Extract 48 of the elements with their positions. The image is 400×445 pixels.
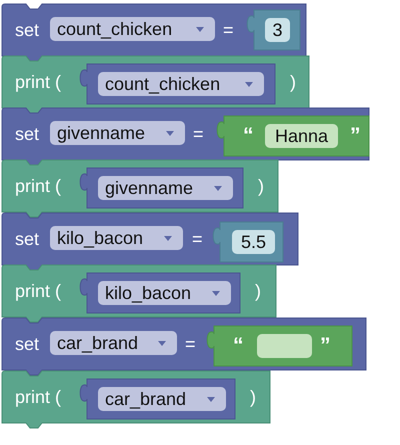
equals-sign: = [185, 333, 196, 355]
variable-dropdown: kilo_bacon [50, 226, 183, 250]
set-keyword: set [15, 19, 40, 41]
variable-block [80, 273, 240, 313]
closing-quote: ” [350, 125, 360, 147]
opening-quote: “ [243, 125, 254, 147]
set-block [2, 213, 298, 270]
equals-sign: = [223, 19, 234, 41]
print-block [2, 371, 270, 428]
print-keyword: print ( [15, 280, 62, 302]
equals-sign: = [192, 228, 203, 250]
print-block [2, 160, 278, 217]
number-block [247, 10, 300, 50]
variable-dropdown: kilo_bacon [98, 281, 231, 305]
set-keyword: set [15, 333, 40, 355]
print-keyword: print ( [15, 386, 62, 408]
closing-quote: ” [320, 335, 330, 357]
set-block [2, 318, 366, 375]
closing-parenthesis: ) [250, 386, 256, 408]
set-block [2, 108, 369, 165]
variable-dropdown: givenname [98, 176, 233, 200]
opening-quote: “ [233, 335, 244, 357]
print-block [2, 265, 276, 322]
variable-block [80, 379, 235, 419]
set-keyword: set [15, 228, 40, 250]
closing-parenthesis: ) [255, 280, 261, 302]
number-field: 5.5 [232, 230, 275, 254]
number-block [213, 222, 283, 262]
variable-dropdown: count_chicken [98, 72, 264, 96]
variable-block [80, 168, 243, 208]
set-keyword: set [15, 123, 40, 145]
print-keyword: print ( [15, 175, 62, 197]
variable-dropdown: givenname [50, 121, 185, 145]
text-block [217, 116, 369, 156]
set-block [2, 4, 306, 61]
equals-sign: = [193, 123, 204, 145]
print-keyword: print ( [15, 71, 62, 93]
closing-parenthesis: ) [258, 175, 264, 197]
closing-parenthesis: ) [290, 71, 296, 93]
text-block [207, 326, 352, 366]
text-field: Hanna [265, 124, 338, 148]
variable-dropdown: count_chicken [50, 17, 215, 41]
variable-block [80, 64, 275, 104]
text-field [257, 334, 312, 358]
variable-dropdown: car_brand [50, 331, 177, 355]
number-field: 3 [265, 18, 290, 42]
variable-dropdown: car_brand [98, 387, 226, 411]
print-block [2, 56, 309, 113]
